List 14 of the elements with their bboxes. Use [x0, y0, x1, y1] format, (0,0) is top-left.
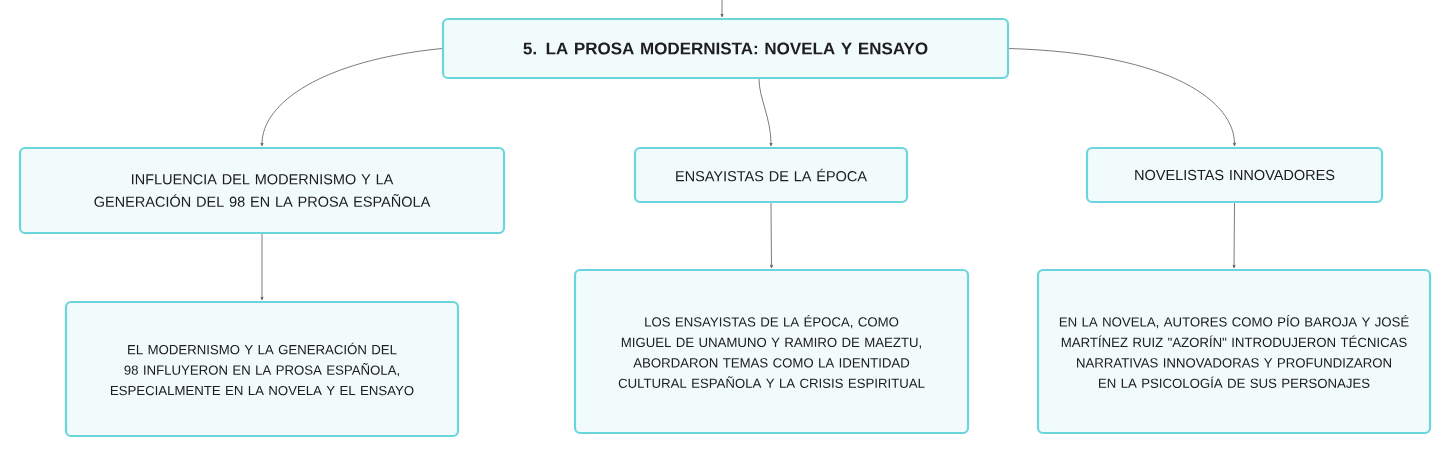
arrow	[1008, 48, 1236, 147]
arrow	[720, 0, 724, 18]
arrow	[260, 48, 443, 147]
title-box: 5. LA PROSA MODERNISTA: NOVELA Y ENSAYO	[441, 17, 1010, 80]
topic-box: EN LA NOVELA, AUTORES COMO PÍO BAROJA Y JOSÉ MARTÍNEZ RUIZ "AZORÍN" INTRODUJERON TÉCNICAS NARRATIVAS INNOVADORAS Y PROFUNDIZARON EN LA PSICOLOGÍA DE SUS PERSONAJES	[1036, 268, 1432, 435]
topic-box: LOS ENSAYISTAS DE LA ÉPOCA, COMO MIGUEL DE UNAMUNO Y RAMIRO DE MAEZTU, ABORDARON TEMAS COMO LA IDENTIDAD CULTURAL ESPAÑOLA Y LA CRISIS ESPIRITUAL	[573, 268, 970, 435]
arrow	[770, 202, 773, 269]
arrow	[260, 233, 264, 301]
topic-box: NOVELISTAS INNOVADORES	[1085, 146, 1384, 204]
topic-box: EL MODERNISMO Y LA GENERACIÓN DEL 98 INFLUYERON EN LA PROSA ESPAÑOLA, ESPECIALMENTE EN LA NOVELA Y EL ENSAYO	[64, 300, 460, 438]
topic-box: ENSAYISTAS DE LA ÉPOCA	[633, 146, 909, 204]
arrow	[758, 78, 773, 147]
arrow	[1232, 202, 1236, 269]
topic-box: INFLUENCIA DEL MODERNISMO Y LA GENERACIÓN DEL 98 EN LA PROSA ESPAÑOLA	[18, 146, 506, 235]
